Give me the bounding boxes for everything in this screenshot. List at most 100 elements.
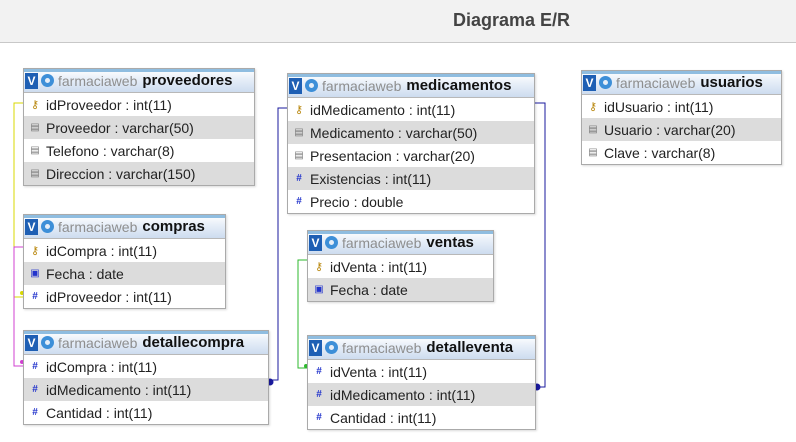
table-name[interactable]: usuarios xyxy=(700,74,763,91)
database-name: farmaciaweb xyxy=(58,334,138,351)
column-label: Clave : varchar(8) xyxy=(604,144,716,161)
table-row[interactable]: ▤ Telefono : varchar(8) xyxy=(24,139,254,162)
table-row[interactable]: ⚷idProveedor : int(11) xyxy=(24,93,254,116)
relation-proveedores-compras xyxy=(13,102,24,298)
text-icon: ▤ xyxy=(30,144,40,156)
column-label: idUsuario : int(11) xyxy=(604,98,714,115)
database-name: farmaciaweb xyxy=(342,339,422,356)
table-row[interactable]: #Precio : double xyxy=(288,190,534,213)
toggle-view-icon[interactable]: V xyxy=(25,72,38,89)
text-icon: ▤ xyxy=(30,167,40,179)
gear-icon[interactable] xyxy=(305,79,318,92)
table-row[interactable]: #idCompra : int(11) xyxy=(24,355,268,378)
text-icon: ▤ xyxy=(588,123,598,135)
column-label: idVenta : int(11) xyxy=(330,258,428,275)
column-label: idProveedor : int(11) xyxy=(46,288,172,305)
table-row[interactable]: ▣Fecha : date xyxy=(308,278,493,301)
table-row[interactable]: ⚷idMedicamento : int(11) xyxy=(288,98,534,121)
relation-ventas-detalleventa xyxy=(297,259,308,369)
table-name[interactable]: detalleventa xyxy=(426,339,514,356)
table-row[interactable]: ⚷ idVenta : int(11) xyxy=(308,255,493,278)
key-icon: ⚷ xyxy=(314,260,324,273)
column-label: idMedicamento : int(11) xyxy=(46,381,192,398)
table-row[interactable]: ▤ Clave : varchar(8) xyxy=(582,141,781,164)
date-icon: ▣ xyxy=(30,267,40,279)
relation-compras-detallecompra xyxy=(13,246,24,367)
text-icon: ▤ xyxy=(294,126,304,138)
gear-icon[interactable] xyxy=(599,76,612,89)
column-label: idMedicamento : int(11) xyxy=(330,386,476,403)
database-name: farmaciaweb xyxy=(58,72,138,89)
table-name[interactable]: proveedores xyxy=(142,72,233,89)
table-row[interactable]: ▤ Medicamento : varchar(50) xyxy=(288,121,534,144)
number-icon: # xyxy=(316,411,322,423)
table-row[interactable]: # idVenta : int(11) xyxy=(308,360,535,383)
table-row[interactable]: ▤Presentacion : varchar(20) xyxy=(288,144,534,167)
gear-icon[interactable] xyxy=(325,341,338,354)
column-label: Usuario : varchar(20) xyxy=(604,121,736,138)
column-label: Precio : double xyxy=(310,193,404,210)
toggle-view-icon[interactable]: V xyxy=(25,218,38,235)
table-row[interactable]: #idMedicamento : int(11) xyxy=(24,378,268,401)
gear-icon[interactable] xyxy=(41,220,54,233)
table-name[interactable]: compras xyxy=(142,218,205,235)
table-row[interactable]: # idMedicamento : int(11) xyxy=(308,383,535,406)
number-icon: # xyxy=(316,388,322,400)
gear-icon[interactable] xyxy=(41,74,54,87)
table-row[interactable]: ▤Proveedor : varchar(50) xyxy=(24,116,254,139)
table-row[interactable]: ⚷idCompra : int(11) xyxy=(24,239,225,262)
table-row[interactable]: ▤ Direccion : varchar(150) xyxy=(24,162,254,185)
table-row[interactable]: ▤ Usuario : varchar(20) xyxy=(582,118,781,141)
key-icon: ⚷ xyxy=(294,103,304,116)
column-label: Fecha : date xyxy=(46,265,124,282)
table-name[interactable]: ventas xyxy=(426,234,474,251)
column-label: Medicamento : varchar(50) xyxy=(310,124,478,141)
gear-icon[interactable] xyxy=(325,236,338,249)
table-row[interactable]: #Existencias : int(11) xyxy=(288,167,534,190)
toggle-view-icon[interactable]: V xyxy=(309,339,322,356)
column-label: Cantidad : int(11) xyxy=(46,404,153,421)
table-row[interactable]: ▣ Fecha : date xyxy=(24,262,225,285)
table-row[interactable]: #idProveedor : int(11) xyxy=(24,285,225,308)
table-name[interactable]: medicamentos xyxy=(406,77,512,94)
database-name: farmaciaweb xyxy=(342,234,422,251)
toggle-view-icon[interactable]: V xyxy=(289,77,302,94)
column-label: Proveedor : varchar(50) xyxy=(46,119,194,136)
toggle-view-icon[interactable]: V xyxy=(25,334,38,351)
column-label: idCompra : int(11) xyxy=(46,358,158,375)
database-name: farmaciaweb xyxy=(322,77,402,94)
key-icon: ⚷ xyxy=(588,100,598,113)
column-label: Telefono : varchar(8) xyxy=(46,142,175,159)
column-label: Cantidad : int(11) xyxy=(330,409,437,426)
table-name[interactable]: detallecompra xyxy=(142,334,245,351)
gear-icon[interactable] xyxy=(41,336,54,349)
text-icon: ▤ xyxy=(588,146,598,158)
table-row[interactable]: # Cantidad : int(11) xyxy=(308,406,535,429)
number-icon: # xyxy=(296,172,302,184)
number-icon: # xyxy=(32,406,38,418)
text-icon: ▤ xyxy=(294,149,304,161)
number-icon: # xyxy=(316,365,322,377)
table-row[interactable]: # Cantidad : int(11) xyxy=(24,401,268,424)
column-label: idVenta : int(11) xyxy=(330,363,428,380)
table-row[interactable]: ⚷ idUsuario : int(11) xyxy=(582,95,781,118)
date-icon: ▣ xyxy=(314,283,324,295)
toggle-view-icon[interactable]: V xyxy=(309,234,322,251)
column-label: Direccion : varchar(150) xyxy=(46,165,196,182)
column-label: idCompra : int(11) xyxy=(46,242,158,259)
toggle-view-icon[interactable]: V xyxy=(583,74,596,91)
